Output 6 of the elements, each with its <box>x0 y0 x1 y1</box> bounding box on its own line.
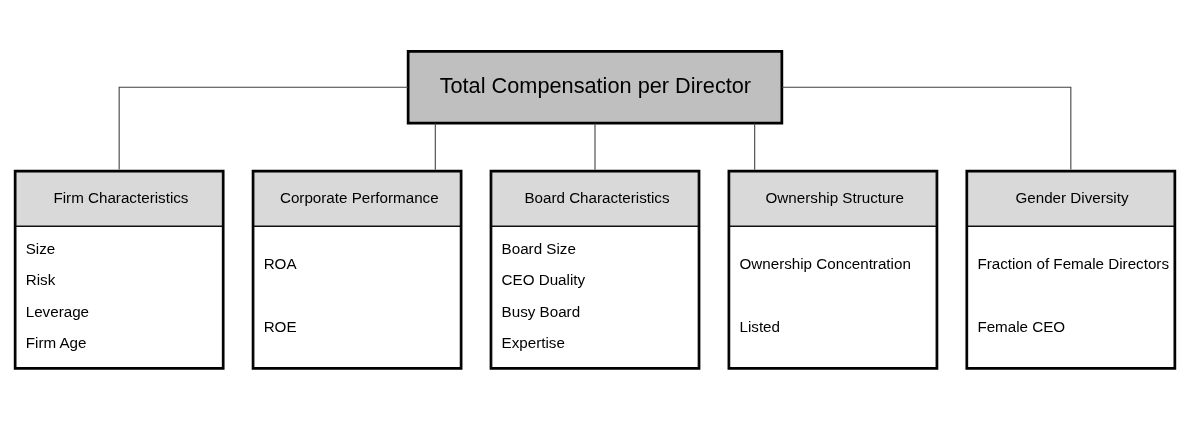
connector <box>434 122 436 171</box>
connector <box>594 122 596 171</box>
connector <box>118 86 409 170</box>
connector <box>781 86 1072 170</box>
connector <box>754 122 756 171</box>
node-box: Total Compensation per Director <box>406 50 784 125</box>
